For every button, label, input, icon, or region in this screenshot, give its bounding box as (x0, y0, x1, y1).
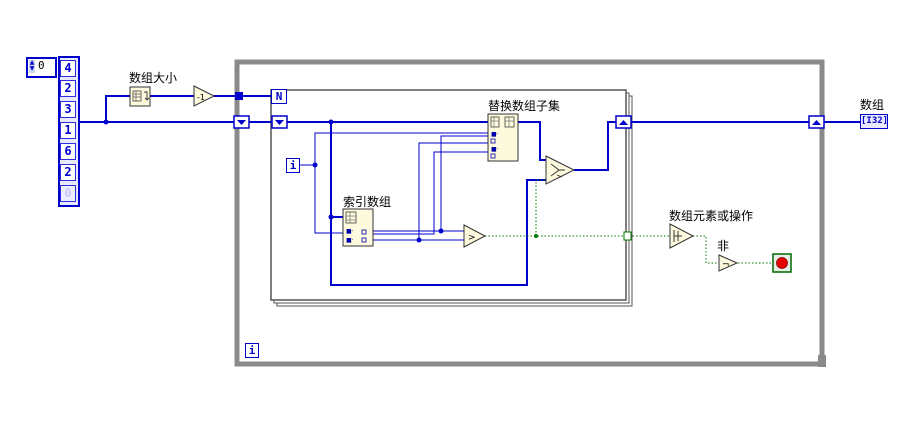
array-element[interactable]: 2 (60, 80, 76, 97)
boolean-wires[interactable] (485, 179, 775, 264)
svg-text:■·: ■· (346, 228, 354, 235)
greater-symbol: > (468, 233, 476, 243)
array-size-node[interactable] (129, 86, 151, 107)
right-shift-register-outer[interactable] (808, 115, 825, 129)
not-symbol: ¬ (722, 260, 730, 270)
iteration-terminal-outer[interactable]: i (245, 343, 259, 358)
not-label: 非 (717, 239, 730, 253)
output-array-indicator[interactable]: [I32] (860, 114, 888, 129)
array-constant[interactable]: 4 2 3 1 6 2 0 (58, 56, 80, 207)
left-shift-register-inner[interactable] (271, 115, 288, 129)
iteration-terminal-inner[interactable]: i (286, 158, 300, 173)
not-node[interactable]: ¬ (718, 254, 739, 272)
svg-text:■·: ■· (491, 131, 499, 138)
select-node[interactable] (545, 155, 576, 185)
index-array-node[interactable]: ■· ■· (342, 208, 374, 247)
array-element[interactable]: 1 (60, 122, 76, 139)
svg-text:■·: ■· (346, 237, 354, 244)
svg-text:■·: ■· (491, 146, 499, 153)
array-element[interactable]: 4 (60, 60, 76, 77)
decrement-symbol: -1 (197, 93, 205, 102)
loop-condition-stop-icon[interactable] (772, 253, 792, 273)
index-stepper-icon[interactable]: ▲▼ (29, 59, 35, 73)
while-loop-frame[interactable] (234, 59, 825, 367)
array-index-display[interactable]: ▲▼ 0 (26, 57, 57, 78)
array-element[interactable]: 2 (60, 164, 76, 181)
decrement-node[interactable]: -1 (193, 85, 216, 107)
left-shift-register-outer[interactable] (233, 115, 250, 129)
output-label: 数组 (860, 98, 885, 112)
or-array-elements-node[interactable] (669, 223, 695, 249)
array-element[interactable]: 6 (60, 143, 76, 160)
or-array-elements-label: 数组元素或操作 (669, 209, 754, 223)
right-shift-register-inner[interactable] (615, 115, 632, 129)
index-array-label: 索引数组 (343, 195, 392, 209)
array-index-value: 0 (38, 59, 45, 72)
replace-array-subset-node[interactable]: ■· ■· (487, 113, 519, 162)
replace-array-subset-label: 替换数组子集 (488, 99, 561, 113)
array-size-label: 数组大小 (129, 71, 178, 85)
array-element-empty[interactable]: 0 (60, 185, 76, 202)
count-terminal[interactable]: N (271, 89, 287, 104)
array-element[interactable]: 3 (60, 101, 76, 118)
greater-than-node[interactable]: > (463, 224, 487, 248)
